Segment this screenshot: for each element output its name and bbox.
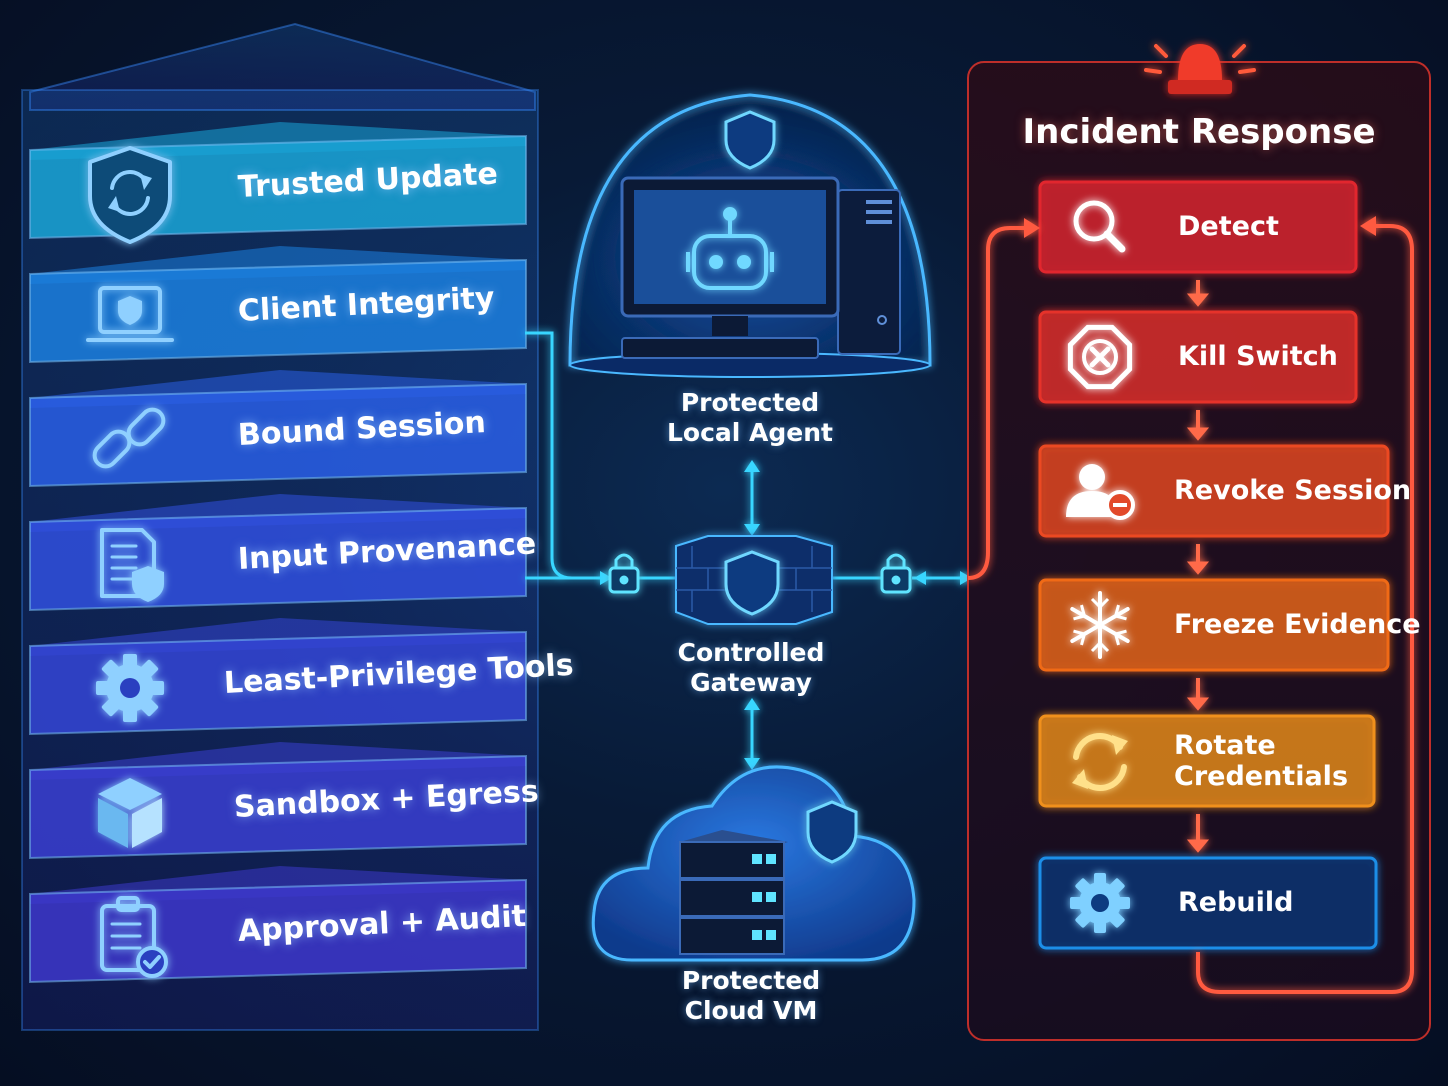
loop-arrow-head-right	[1360, 216, 1376, 236]
step-arrow-head	[1186, 561, 1210, 575]
loop-line-right	[1196, 224, 1414, 994]
lock-icon	[608, 553, 640, 594]
arrow-head-up-agent	[744, 460, 760, 472]
step-arrow-head	[1186, 427, 1210, 441]
layer-approval-audit	[29, 866, 527, 984]
step-label: Kill Switch	[1178, 341, 1338, 372]
snowflake-icon	[1070, 591, 1130, 659]
step-label: Rebuild	[1178, 887, 1294, 918]
step-revoke-session	[1038, 444, 1390, 538]
step-box	[1038, 856, 1378, 950]
step-freeze-evidence	[1038, 578, 1390, 672]
clipboard-check-icon	[100, 896, 168, 978]
gateway-line2: Gateway	[690, 668, 812, 697]
computer-tower	[837, 189, 901, 355]
layer-trusted-update	[29, 122, 527, 244]
arrow-head-from-incident	[914, 571, 926, 585]
gateway-label: Controlled Gateway	[640, 638, 862, 698]
cube-icon	[98, 778, 162, 848]
layer-input-provenance	[29, 494, 527, 612]
loop-line-left	[967, 226, 1034, 580]
layer-least-privilege-tools	[29, 618, 527, 736]
layer-front-face	[29, 258, 527, 364]
gateway-line1: Controlled	[677, 638, 825, 667]
step-label: Revoke Session	[1174, 475, 1412, 506]
cloud-vm-line2: Cloud VM	[684, 996, 818, 1025]
layer-sandbox-egress	[29, 742, 527, 860]
step-arrow-head	[1186, 697, 1210, 711]
incident-response-panel	[967, 44, 1431, 1041]
arrow-head-down-cloud	[744, 758, 760, 770]
rotate-arrows-icon	[1072, 732, 1128, 792]
security-layers-stack	[21, 22, 539, 1031]
controlled-gateway	[675, 535, 833, 625]
server-icon	[679, 830, 788, 955]
protected-local-agent	[568, 93, 932, 378]
loop-arrow-head-left	[1024, 218, 1040, 238]
protected-cloud-vm	[591, 765, 916, 962]
arrow-head-to-incident	[960, 571, 972, 585]
step-arrow-head	[1186, 839, 1210, 853]
gear-icon	[1070, 873, 1130, 933]
step-rebuild	[1038, 856, 1378, 950]
arrow-head-up-gateway	[744, 698, 760, 710]
siren-icon	[1144, 44, 1256, 94]
layer-client-integrity	[29, 246, 527, 364]
step-box	[1038, 578, 1390, 672]
laptop-shield-icon	[86, 286, 174, 342]
incident-response-title: Incident Response	[1022, 112, 1376, 152]
refresh-shield-icon	[88, 146, 172, 244]
step-kill-switch	[1038, 310, 1358, 404]
shield-icon	[806, 800, 858, 864]
shield-icon	[724, 550, 780, 616]
local-agent-line2: Local Agent	[666, 418, 833, 447]
step-label: Detect	[1178, 211, 1279, 242]
arrow-head-into-lock	[600, 571, 612, 585]
step-arrow-head	[1186, 293, 1210, 307]
cloud-vm-label: Protected Cloud VM	[640, 966, 862, 1026]
local-agent-line1: Protected	[680, 388, 820, 417]
user-remove-icon	[1066, 464, 1135, 520]
arrow-heads	[600, 460, 972, 770]
document-shield-icon	[100, 528, 164, 602]
feedback-loop	[967, 224, 1414, 994]
layer-bound-session	[29, 370, 527, 488]
keyboard	[621, 337, 819, 359]
local-agent-label: Protected Local Agent	[640, 388, 860, 448]
arrow-head-down-gateway	[744, 524, 760, 536]
robot-icon	[686, 207, 774, 290]
stop-octagon-icon	[1067, 324, 1133, 390]
step-detect	[1038, 180, 1358, 274]
shield-icon	[724, 110, 776, 170]
lock-icon	[880, 553, 912, 594]
magnifier-icon	[1073, 200, 1126, 253]
step-box	[1038, 714, 1376, 808]
step-label: Freeze Evidence	[1174, 609, 1421, 640]
gear-icon	[96, 654, 164, 722]
step-rotate-credentials	[1038, 714, 1376, 808]
cloud-vm-line1: Protected	[681, 966, 821, 995]
chain-link-icon	[92, 407, 166, 469]
